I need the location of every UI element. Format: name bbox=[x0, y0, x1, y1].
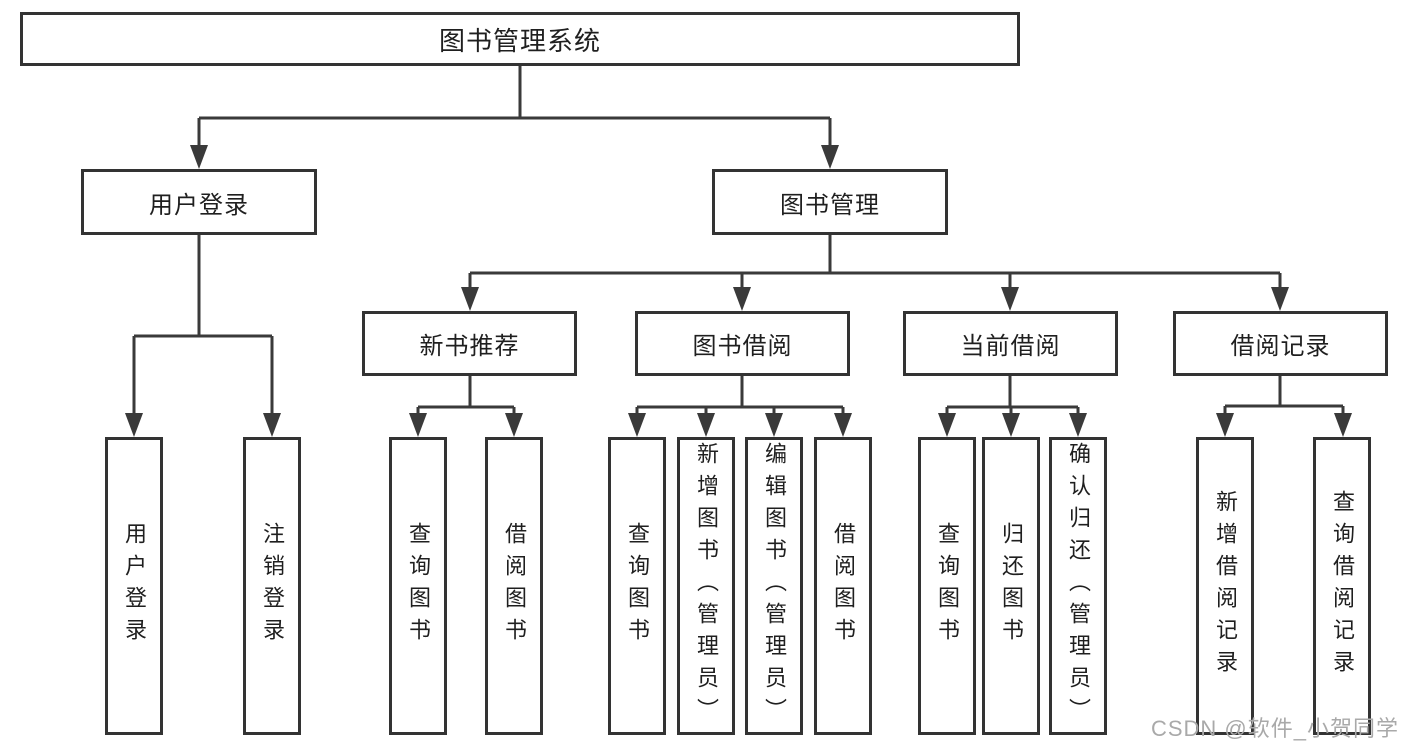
node-borrow-record: 借阅记录 bbox=[1173, 311, 1388, 376]
leaf-borrow-book: 借阅图书 bbox=[814, 437, 872, 735]
leaf-edit-book-admin: 编辑图书（管理员） bbox=[745, 437, 803, 735]
csdn-watermark: CSDN @软件_小贺同学 bbox=[1150, 716, 1399, 741]
node-book-borrow-label: 图书借阅 bbox=[692, 333, 793, 360]
leaf-borrow-book-label: 借阅图书 bbox=[831, 522, 856, 650]
leaf-user-login: 用户登录 bbox=[105, 437, 163, 735]
leaf-query-borrow-record-label: 查询借阅记录 bbox=[1330, 490, 1355, 682]
connector-root bbox=[197, 66, 832, 152]
leaf-add-book-admin: 新增图书（管理员） bbox=[677, 437, 735, 735]
node-user-login: 用户登录 bbox=[81, 169, 317, 235]
leaf-query-book-borrow: 查询图书 bbox=[608, 437, 666, 735]
node-new-book-recommend-label: 新书推荐 bbox=[419, 333, 520, 360]
node-root: 图书管理系统 bbox=[20, 12, 1020, 66]
leaf-logout: 注销登录 bbox=[243, 437, 301, 735]
leaf-edit-book-admin-label: 编辑图书（管理员） bbox=[762, 442, 787, 730]
leaf-add-borrow-record-label: 新增借阅记录 bbox=[1213, 490, 1238, 682]
leaf-return-book: 归还图书 bbox=[982, 437, 1040, 735]
node-book-borrow: 图书借阅 bbox=[635, 311, 850, 376]
node-book-management: 图书管理 bbox=[712, 169, 948, 235]
leaf-add-borrow-record: 新增借阅记录 bbox=[1196, 437, 1254, 735]
connector-user-login bbox=[132, 235, 274, 420]
connector-borrow-record bbox=[1223, 376, 1345, 422]
node-user-login-label: 用户登录 bbox=[149, 191, 249, 219]
arrowheads bbox=[125, 145, 1352, 437]
leaf-confirm-return-admin: 确认归还（管理员） bbox=[1049, 437, 1107, 735]
node-root-label: 图书管理系统 bbox=[438, 25, 601, 56]
leaf-user-login-label: 用户登录 bbox=[122, 522, 147, 650]
leaf-query-book-recommend-label: 查询图书 bbox=[406, 522, 431, 650]
connector-book-mgmt bbox=[468, 235, 1282, 295]
node-book-management-label: 图书管理 bbox=[780, 191, 880, 219]
leaf-confirm-return-admin-label: 确认归还（管理员） bbox=[1066, 442, 1091, 730]
leaf-return-book-label: 归还图书 bbox=[999, 522, 1024, 650]
leaf-query-borrow-record: 查询借阅记录 bbox=[1313, 437, 1371, 735]
node-current-borrow-label: 当前借阅 bbox=[960, 333, 1061, 360]
connector-book-borrow bbox=[635, 376, 845, 422]
leaf-query-book-current: 查询图书 bbox=[918, 437, 976, 735]
leaf-borrow-book-recommend: 借阅图书 bbox=[485, 437, 543, 735]
leaf-borrow-book-recommend-label: 借阅图书 bbox=[502, 522, 527, 650]
node-borrow-record-label: 借阅记录 bbox=[1230, 333, 1331, 360]
node-new-book-recommend: 新书推荐 bbox=[362, 311, 577, 376]
leaf-add-book-admin-label: 新增图书（管理员） bbox=[694, 442, 719, 730]
node-current-borrow: 当前借阅 bbox=[903, 311, 1118, 376]
leaf-query-book-current-label: 查询图书 bbox=[935, 522, 960, 650]
leaf-query-book-recommend: 查询图书 bbox=[389, 437, 447, 735]
leaf-query-book-borrow-label: 查询图书 bbox=[625, 522, 650, 650]
connector-new-book bbox=[416, 376, 516, 422]
leaf-logout-label: 注销登录 bbox=[260, 522, 285, 650]
